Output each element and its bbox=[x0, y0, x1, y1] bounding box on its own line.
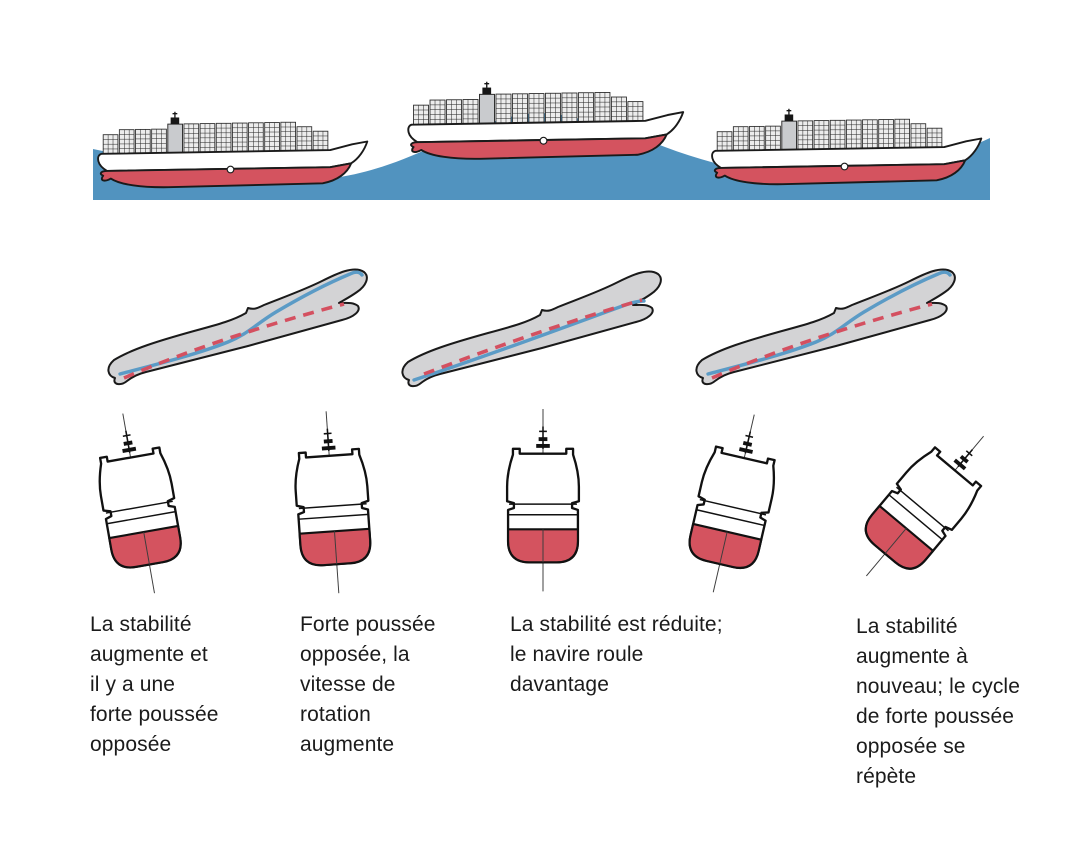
container-ship-trough-right bbox=[711, 108, 983, 186]
reference-line-red-dashed bbox=[123, 302, 345, 380]
waterline-curve-blue bbox=[118, 270, 364, 376]
waterplane-shape-1 bbox=[107, 268, 368, 386]
waterline-curve-blue bbox=[706, 270, 952, 376]
cross-section-row bbox=[86, 405, 1013, 602]
container-stacks bbox=[102, 111, 329, 155]
container-ship-crest-middle bbox=[407, 81, 685, 160]
caption-strong-opposing-thrust: Forte poussée opposée, la vitesse de rot… bbox=[300, 613, 436, 756]
ship-cross-section-3 bbox=[505, 407, 581, 593]
wave-ships-illustration bbox=[93, 81, 990, 200]
container-ship-trough-left bbox=[97, 111, 369, 189]
container-stacks bbox=[716, 108, 943, 152]
ship-cross-section-1 bbox=[86, 406, 191, 601]
waterplane-shape-2 bbox=[401, 270, 662, 388]
caption-cycle-repeats: La stabilité augmente à nouveau; le cycl… bbox=[856, 615, 1020, 788]
reference-line-red-dashed bbox=[423, 298, 643, 376]
ship-cross-section-5 bbox=[837, 411, 1013, 601]
reference-line-red-dashed bbox=[711, 302, 933, 380]
ship-cross-section-4 bbox=[677, 405, 791, 602]
container-stacks bbox=[413, 81, 644, 125]
caption-stability-reduced: La stabilité est réduite; le navire roul… bbox=[510, 613, 723, 696]
ship-cross-section-2 bbox=[289, 407, 376, 597]
caption-stability-increases: La stabilité augmente et il y a une fort… bbox=[90, 613, 219, 756]
waterline-curve-blue bbox=[412, 299, 646, 382]
waterplane-shape-3 bbox=[695, 268, 956, 386]
waterplane-row bbox=[107, 268, 956, 388]
